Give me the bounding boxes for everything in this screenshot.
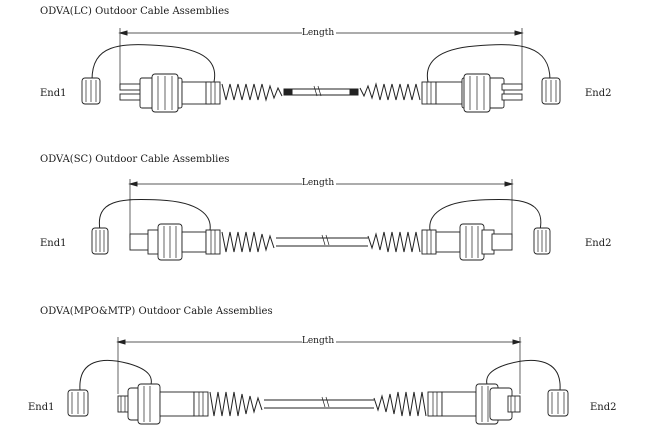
panel-title: ODVA(MPO&MTP) Outdoor Cable Assemblies (40, 306, 273, 317)
length-label: Length (299, 178, 337, 188)
length-label: Length (299, 336, 337, 346)
end2-label: End2 (585, 238, 612, 249)
length-label: Length (299, 28, 337, 38)
sc-cable-drawing (91, 179, 551, 261)
panel-mpo-mtp: ODVA(MPO&MTP) Outdoor Cable Assemblies E… (0, 298, 650, 434)
end2-label: End2 (590, 402, 617, 413)
end1-label: End1 (40, 238, 67, 249)
panel-title: ODVA(SC) Outdoor Cable Assemblies (40, 154, 230, 165)
mpo-mtp-cable-drawing (67, 337, 569, 425)
panel-sc: ODVA(SC) Outdoor Cable Assemblies End1 E… (0, 150, 650, 290)
lc-cable-drawing (81, 28, 561, 113)
end1-label: End1 (28, 402, 55, 413)
panel-title: ODVA(LC) Outdoor Cable Assemblies (40, 6, 230, 17)
end2-label: End2 (585, 88, 612, 99)
end1-label: End1 (40, 88, 67, 99)
panel-lc: ODVA(LC) Outdoor Cable Assemblies End1 E… (0, 0, 650, 140)
